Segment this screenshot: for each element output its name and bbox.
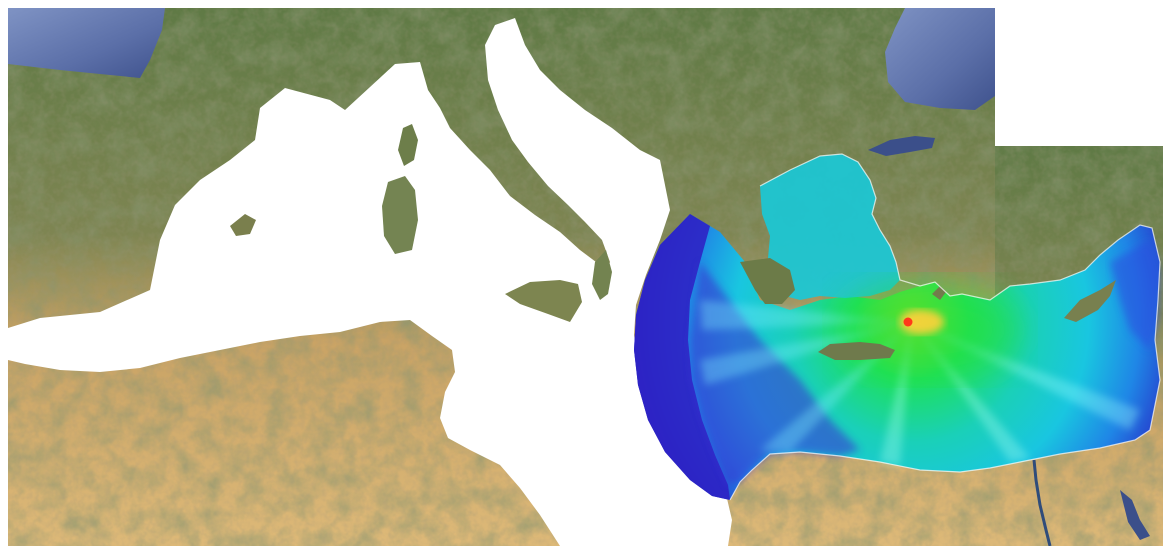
nile-river <box>1032 459 1052 546</box>
peloponnese <box>740 258 795 304</box>
atlantic-ocean <box>8 8 165 78</box>
island-balearic <box>230 214 256 236</box>
italian-peninsula-tip <box>592 250 612 300</box>
wave-energy-hotspot <box>900 310 944 334</box>
western-mediterranean-blank <box>8 18 732 546</box>
red-sea-gulf <box>1120 490 1150 540</box>
aegean-sea-field <box>760 154 900 300</box>
left-margin <box>0 0 8 546</box>
eastern-coastline <box>729 153 1161 501</box>
black-sea <box>885 8 995 110</box>
island-sicily <box>505 280 582 322</box>
eastern-mediterranean-wave-field <box>634 154 1160 500</box>
wave-front-east <box>1110 240 1160 350</box>
island-sardinia <box>382 176 418 254</box>
top-margin <box>0 0 1163 8</box>
sea-of-marmara <box>868 136 935 156</box>
island-cyprus <box>1064 280 1116 322</box>
island-crete <box>818 342 895 360</box>
wave-front-west <box>634 214 730 500</box>
wave-source-marker <box>903 317 913 327</box>
island-corsica <box>398 124 418 166</box>
top-right-blank <box>995 0 1163 146</box>
